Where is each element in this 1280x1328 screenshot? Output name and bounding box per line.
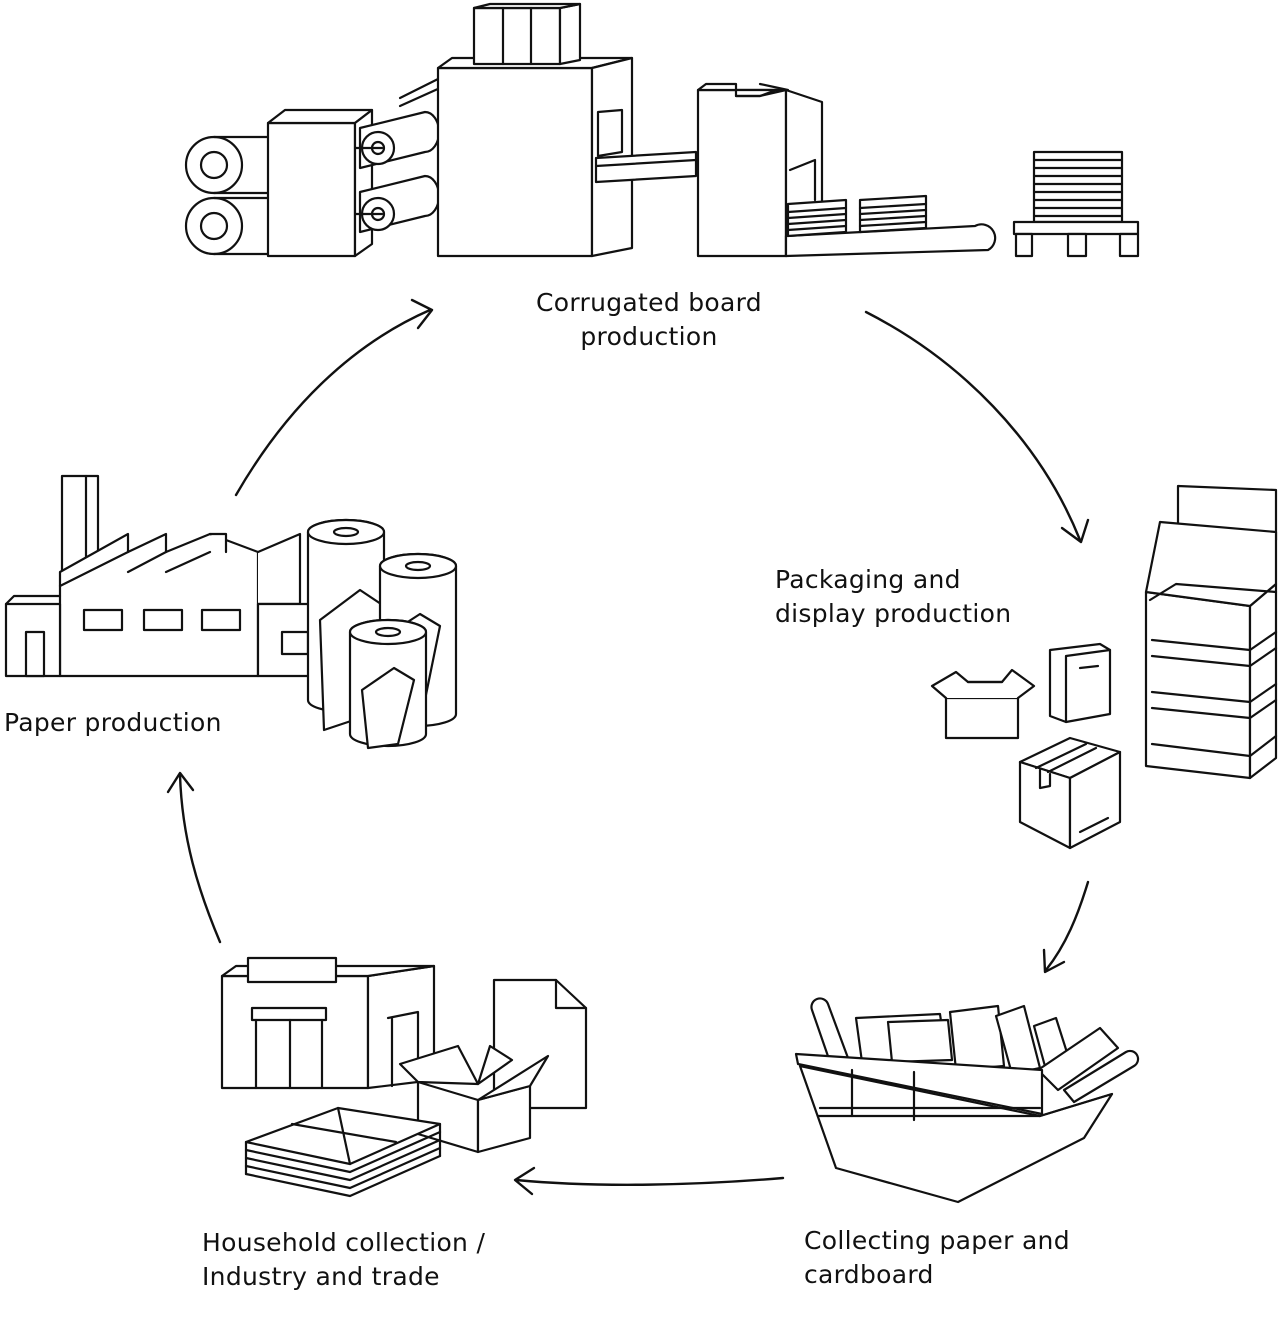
arrow-paper-to-corrugated [234,298,434,497]
paper-mill-illustration [4,474,458,750]
label-corrugated-board-production: Corrugated board production [508,286,790,354]
label-household-line2: Industry and trade [202,1262,440,1291]
collection-skip-illustration [794,997,1140,1204]
arrow-corrugated-to-packaging [864,310,1090,544]
label-packaging-line2: display production [775,599,1012,628]
label-household-industry: Household collection / Industry and trad… [202,1226,485,1294]
label-packaging-line1: Packaging and [775,565,961,594]
label-collecting-paper-cardboard: Collecting paper and cardboard [804,1224,1070,1292]
label-packaging-display-production: Packaging and display production [775,563,1011,631]
packaging-display-illustration [930,484,1278,850]
arrow-packaging-to-collecting [1042,880,1090,974]
arrow-collecting-to-household [513,1166,785,1196]
label-paper-line1: Paper production [4,708,222,737]
label-paper-production: Paper production [4,706,222,740]
label-corrugated-line1: Corrugated board [536,288,762,317]
label-collecting-line1: Collecting paper and [804,1226,1070,1255]
cycle-arrows [166,298,1090,1196]
label-corrugated-line2: production [580,322,718,351]
household-industry-illustration [220,956,588,1198]
arrow-household-to-paper [166,771,222,944]
label-collecting-line2: cardboard [804,1260,934,1289]
label-household-line1: Household collection / [202,1228,486,1257]
corrugator-machine-illustration [184,2,1140,258]
